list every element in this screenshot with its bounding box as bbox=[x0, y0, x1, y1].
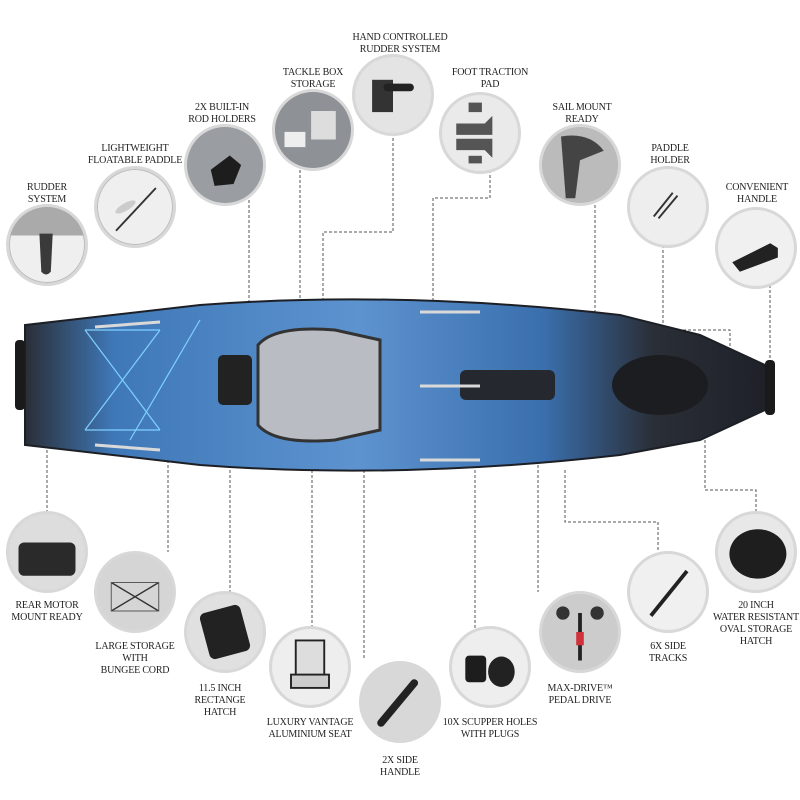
paddle-holder-image bbox=[627, 166, 709, 248]
label-side-tracks: 6X SIDE TRACKS bbox=[648, 641, 688, 664]
rear-motor-mount-image bbox=[6, 511, 88, 593]
side-handle-image bbox=[359, 661, 441, 743]
label-large-storage: LARGE STORAGE WITH BUNGEE CORD bbox=[95, 641, 175, 676]
foot-traction-image bbox=[439, 92, 521, 174]
tackle-box-image bbox=[272, 89, 354, 171]
large-storage-image bbox=[94, 551, 176, 633]
hand-rudder-image bbox=[352, 54, 434, 136]
label-rear-motor-mount: REAR MOTOR MOUNT READY bbox=[11, 600, 83, 623]
seat bbox=[256, 327, 382, 443]
label-sail-mount: SAIL MOUNT READY bbox=[552, 102, 612, 125]
rudder-system-image bbox=[6, 204, 88, 286]
label-convenient-handle: CONVENIENT HANDLE bbox=[725, 182, 789, 205]
scupper-plugs-image bbox=[449, 626, 531, 708]
bungee-cord bbox=[84, 319, 201, 441]
label-hand-rudder: HAND CONTROLLED RUDDER SYSTEM bbox=[352, 32, 448, 55]
sail-mount-image bbox=[539, 124, 621, 206]
oval-hatch bbox=[612, 355, 708, 415]
seat-image bbox=[269, 626, 351, 708]
rear-handle bbox=[15, 340, 25, 410]
label-side-handle: 2X SIDE HANDLE bbox=[380, 755, 420, 778]
rod-holders-image bbox=[184, 124, 266, 206]
pedal-drive-image bbox=[539, 591, 621, 673]
label-pedal-drive: MAX-DRIVE™ PEDAL DRIVE bbox=[547, 683, 613, 706]
front-handle bbox=[765, 360, 775, 415]
convenient-handle-image bbox=[715, 207, 797, 289]
rectangle-hatch bbox=[218, 355, 252, 405]
pedal-drive bbox=[460, 370, 555, 400]
paddle-image bbox=[94, 166, 176, 248]
rectangle-hatch-image bbox=[184, 591, 266, 673]
label-paddle: LIGHTWEIGHT FLOATABLE PADDLE bbox=[87, 143, 183, 166]
label-rod-holders: 2X BUILT-IN ROD HOLDERS bbox=[188, 102, 256, 125]
label-rectangle-hatch: 11.5 INCH RECTANGE HATCH bbox=[194, 683, 246, 718]
side-tracks-image bbox=[627, 551, 709, 633]
label-scupper-holes: 10X SCUPPER HOLES WITH PLUGS bbox=[442, 717, 538, 740]
label-tackle-box: TACKLE BOX STORAGE bbox=[282, 67, 344, 90]
label-rudder-system: RUDDER SYSTEM bbox=[27, 182, 67, 205]
label-paddle-holder: PADDLE HOLDER bbox=[650, 143, 690, 166]
label-oval-hatch: 20 INCH WATER RESISTANT OVAL STORAGE HAT… bbox=[713, 600, 799, 647]
oval-hatch-image bbox=[715, 511, 797, 593]
label-seat: LUXURY VANTAGE ALUMINIUM SEAT bbox=[266, 717, 354, 740]
label-foot-traction: FOOT TRACTION PAD bbox=[451, 67, 529, 90]
